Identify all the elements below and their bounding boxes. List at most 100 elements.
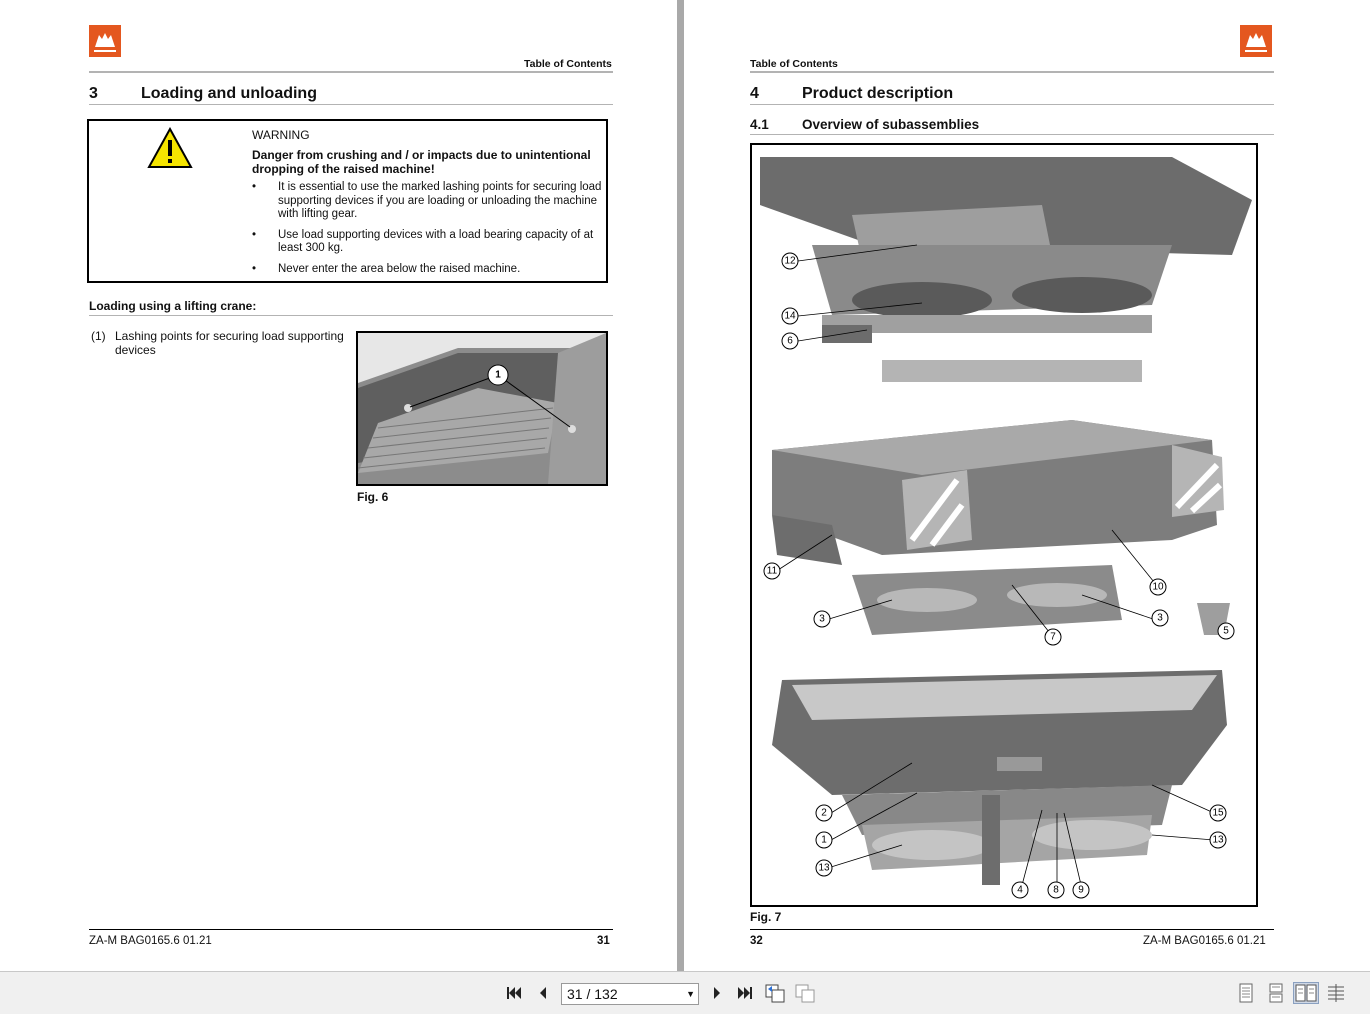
svg-text:10: 10: [1152, 582, 1164, 593]
callout-bottom-13b: 13: [1209, 831, 1227, 849]
section-rule: [750, 134, 1274, 135]
svg-text:9: 9: [1078, 885, 1084, 896]
warning-item: Never enter the area below the raised ma…: [252, 263, 602, 277]
callout-bottom-13a: 13: [815, 859, 833, 877]
footer-doc-id: ZA-M BAG0165.6 01.21: [1143, 935, 1266, 947]
svg-text:2: 2: [821, 808, 827, 819]
go-back-view-button[interactable]: [764, 982, 786, 1004]
warning-title: WARNING: [252, 128, 310, 142]
chapter-number: 4: [750, 85, 759, 102]
running-header: Table of Contents: [750, 58, 838, 70]
warning-item: It is essential to use the marked lashin…: [252, 181, 602, 222]
callout-middle-3a: 3: [813, 610, 831, 628]
footer-page-number: 31: [597, 935, 610, 947]
continuous-view-button[interactable]: [1265, 982, 1287, 1004]
svg-text:12: 12: [784, 256, 796, 267]
figure-callout: 1: [495, 370, 501, 381]
callout-bottom-15: 15: [1209, 804, 1227, 822]
callout-middle-11: 11: [763, 562, 781, 580]
last-page-button[interactable]: [734, 982, 756, 1004]
page-number-field[interactable]: 31 / 132 ▼: [561, 983, 699, 1005]
total-pages-value: 132: [594, 986, 618, 1002]
figure-caption: Fig. 7: [750, 910, 782, 924]
section-rule: [89, 315, 613, 316]
chapter-title: Product description: [802, 85, 954, 102]
svg-text:13: 13: [818, 863, 830, 874]
callout-middle-10: 10: [1149, 578, 1167, 596]
document-page-left: Table of Contents 3 Loading and unloadin…: [0, 0, 677, 971]
machine-view-bottom: [772, 670, 1227, 885]
next-page-icon: [714, 987, 720, 999]
footer-rule: [89, 929, 613, 930]
callout-bottom-4: 4: [1011, 881, 1029, 899]
svg-text:15: 15: [1212, 808, 1224, 819]
chapter-rule: [89, 104, 613, 105]
legend-text: Lashing points for securing load support…: [115, 329, 344, 357]
two-page-icon: [1295, 984, 1317, 1002]
section-title: Loading using a lifting crane:: [89, 299, 257, 313]
svg-text:3: 3: [819, 614, 825, 625]
footer-rule: [750, 929, 1274, 930]
page-separator: /: [586, 986, 591, 1002]
callout-top-12: 12: [781, 252, 799, 270]
first-page-icon: [507, 987, 521, 999]
callout-bottom-1: 1: [815, 831, 833, 849]
previous-view-icon: [765, 984, 785, 1003]
warning-subtitle: Danger from crushing and / or impacts du…: [252, 148, 591, 176]
continuous-page-icon: [1269, 983, 1283, 1003]
svg-text:3: 3: [1157, 613, 1163, 624]
svg-text:6: 6: [787, 336, 793, 347]
brand-logo: [1240, 25, 1272, 57]
single-page-view-button[interactable]: [1235, 982, 1257, 1004]
machine-view-top: [760, 157, 1252, 382]
previous-page-button[interactable]: [532, 982, 554, 1004]
svg-text:1: 1: [821, 835, 827, 846]
svg-text:7: 7: [1050, 632, 1056, 643]
page-dropdown-icon[interactable]: ▼: [686, 989, 695, 999]
section-title: Overview of subassemblies: [802, 117, 980, 132]
chapter-number: 3: [89, 85, 98, 102]
brand-logo: [89, 25, 121, 57]
legend-number: (1): [91, 329, 106, 343]
svg-text:4: 4: [1017, 885, 1023, 896]
header-rule: [89, 71, 613, 73]
svg-text:13: 13: [1212, 835, 1224, 846]
section-number: 4.1: [750, 117, 769, 132]
previous-page-icon: [540, 987, 546, 999]
warning-item: Use load supporting devices with a load …: [252, 229, 602, 256]
callout-middle-5: 5: [1217, 622, 1235, 640]
next-view-icon: [795, 984, 815, 1003]
callout-middle-3b: 3: [1151, 609, 1169, 627]
figure-caption: Fig. 6: [357, 490, 389, 504]
svg-text:8: 8: [1053, 885, 1059, 896]
warning-box: WARNING Danger from crushing and / or im…: [87, 119, 608, 283]
warning-triangle-icon: [147, 127, 193, 168]
callout-bottom-9: 9: [1072, 881, 1090, 899]
callout-top-6: 6: [781, 332, 799, 350]
chapter-rule: [750, 104, 1274, 105]
two-page-continuous-view-button[interactable]: [1325, 982, 1347, 1004]
svg-text:11: 11: [767, 566, 778, 577]
chapter-title: Loading and unloading: [141, 85, 317, 102]
footer-doc-id: ZA-M BAG0165.6 01.21: [89, 935, 212, 947]
two-page-view-button[interactable]: [1293, 982, 1319, 1004]
current-page-value: 31: [567, 986, 583, 1002]
go-forward-view-button[interactable]: [794, 982, 816, 1004]
document-page-right: Table of Contents 4 Product description …: [684, 0, 1370, 971]
svg-text:5: 5: [1223, 626, 1229, 637]
header-rule: [750, 71, 1274, 73]
footer-page-number: 32: [750, 935, 763, 947]
callout-bottom-8: 8: [1047, 881, 1065, 899]
next-page-button[interactable]: [706, 982, 728, 1004]
running-header: Table of Contents: [524, 58, 612, 70]
two-page-continuous-icon: [1328, 984, 1344, 1002]
svg-text:14: 14: [784, 311, 796, 322]
figure-6-image: 1: [356, 331, 608, 486]
first-page-button[interactable]: [503, 982, 525, 1004]
viewer-toolbar: 31 / 132 ▼: [0, 971, 1370, 1014]
callout-middle-7: 7: [1044, 628, 1062, 646]
figure-7-image: 12 14 6 11 3 7 3 10 5 2 1 13 4 8 9 15 13: [750, 143, 1258, 907]
callout-bottom-2: 2: [815, 804, 833, 822]
warning-list: It is essential to use the marked lashin…: [252, 181, 602, 283]
machine-view-middle: [772, 420, 1230, 635]
